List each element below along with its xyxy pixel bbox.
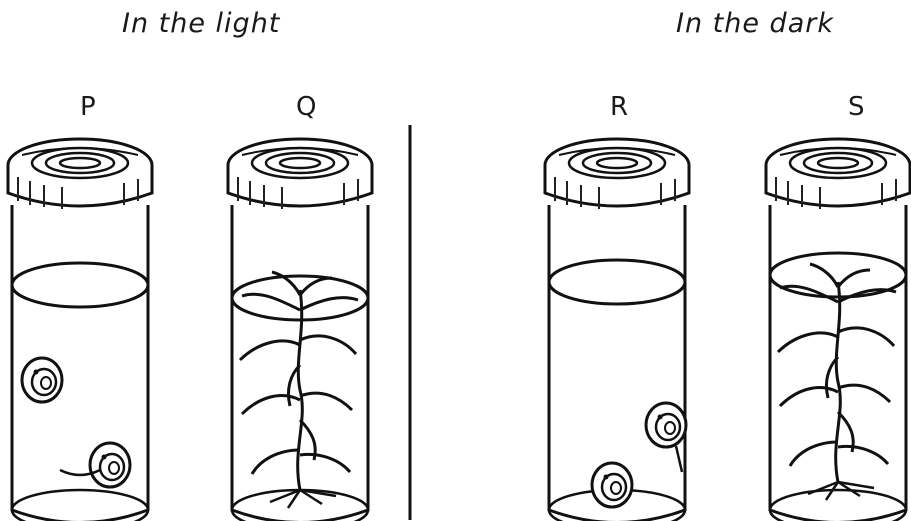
tube-q: [228, 139, 372, 521]
tube-p: [8, 139, 152, 521]
snail-icon: [592, 463, 632, 507]
water-plant-icon: [240, 272, 358, 508]
tube-r: [545, 139, 689, 521]
water-surface-r: [549, 260, 685, 304]
water-surface-p: [12, 263, 148, 307]
snail-icon: [90, 443, 130, 487]
tube-s: [766, 139, 910, 521]
snail-icon: [22, 358, 62, 402]
snail-icon: [646, 403, 686, 447]
water-plant-icon: [778, 264, 896, 500]
